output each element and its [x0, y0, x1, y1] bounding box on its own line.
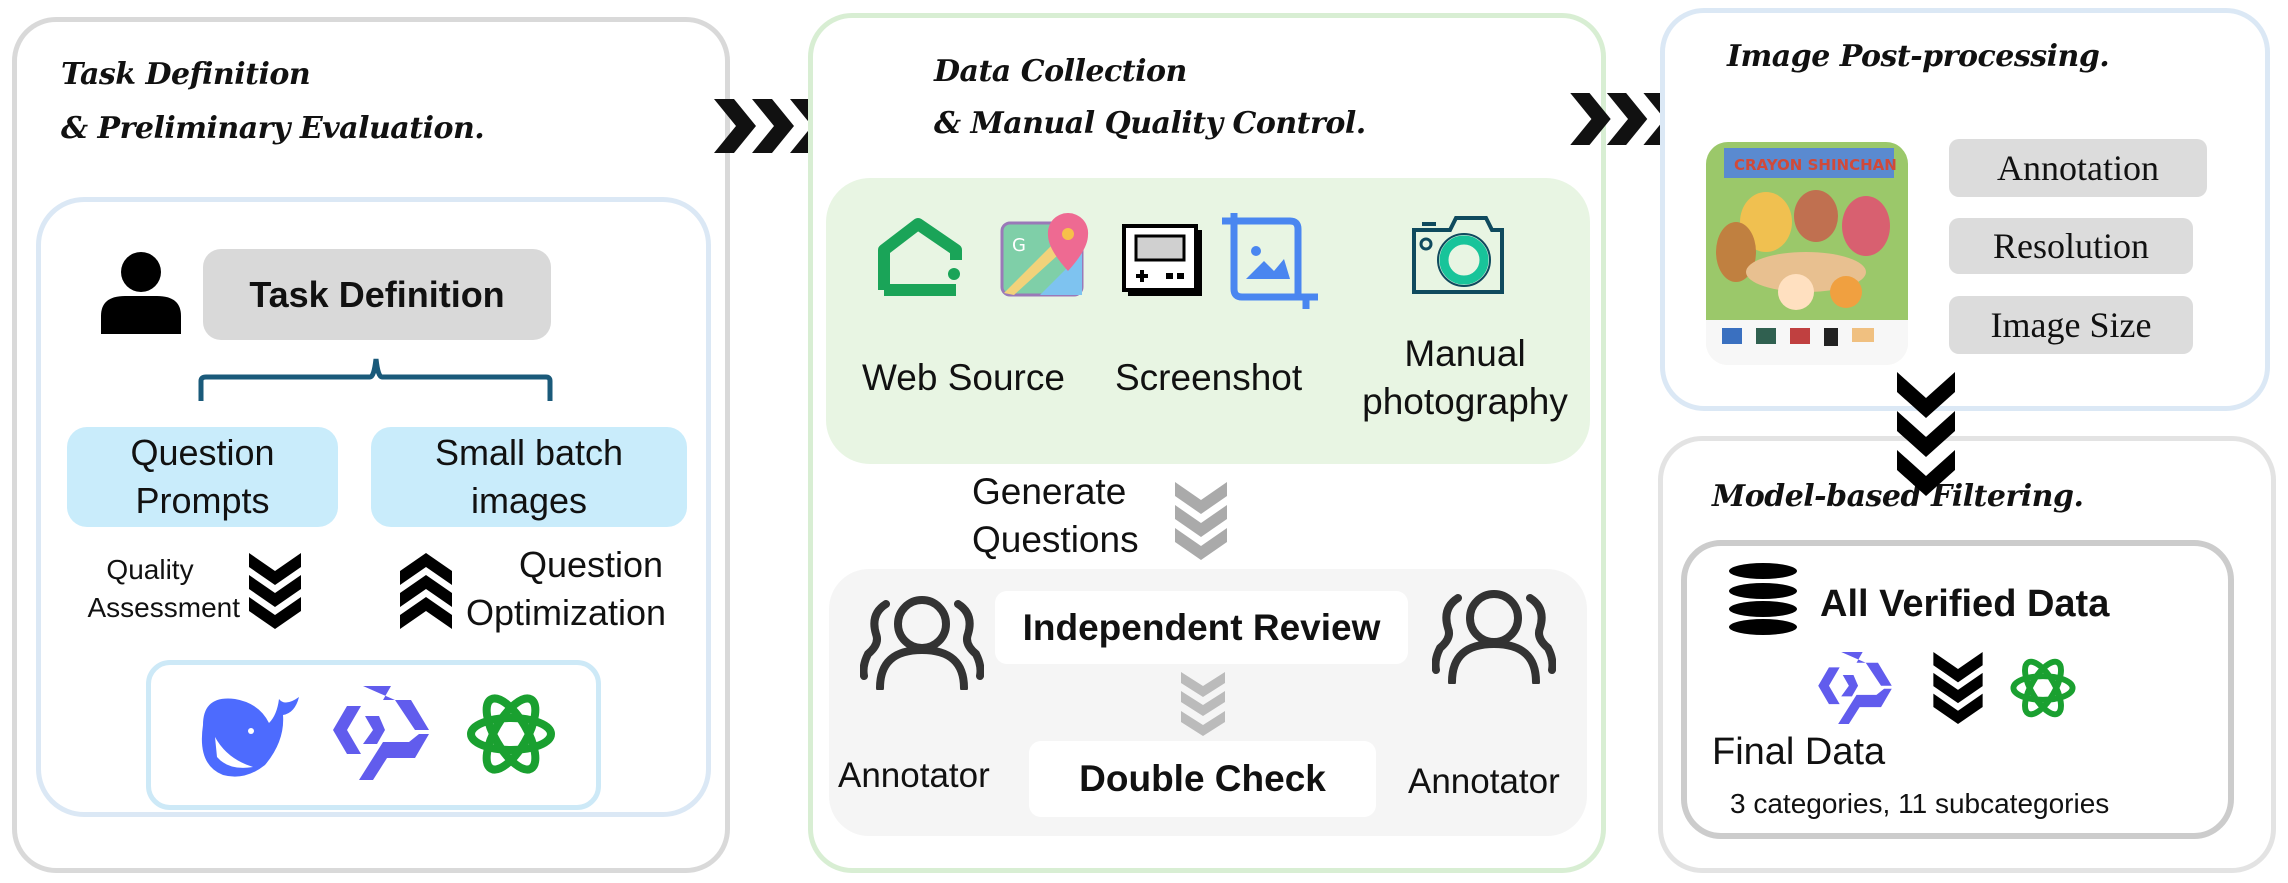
optimization-line: Optimization [466, 592, 667, 633]
chevron-down-light-icon [1181, 672, 1225, 736]
sources-box [826, 178, 1590, 464]
crop-image-icon [1220, 213, 1320, 309]
categories-summary: 3 categories, 11 subcategories [1730, 788, 2110, 819]
openai-icon [463, 688, 559, 780]
question-prompts-box: Question Prompts [67, 427, 338, 527]
web-source-label: Web Source [862, 357, 1065, 398]
database-icon [1729, 563, 1797, 635]
question-optimization-label: Question Optimization [466, 541, 716, 637]
panel-model-based-filtering [1658, 436, 2276, 873]
quality-line: Quality [106, 554, 194, 585]
filtering-inner-box [1681, 540, 2234, 839]
chevron-down-gray-icon [1175, 482, 1227, 560]
manual-photography-label: Manual photography [1330, 330, 1600, 426]
all-verified-data-label: All Verified Data [1820, 583, 2110, 625]
questions-line: Questions [972, 519, 1139, 560]
generate-questions-label: Generate Questions [972, 468, 1139, 564]
house-icon [878, 216, 962, 296]
panel4-title: Model-based Filtering. [1712, 479, 2084, 514]
generate-line: Generate [972, 471, 1127, 512]
panel2-title-line1: Data Collection [934, 54, 1187, 89]
model-evaluator-box [146, 660, 601, 810]
manual-line: Manual [1404, 333, 1526, 374]
person-icon [101, 252, 181, 334]
device-icon [1122, 224, 1204, 298]
qwen-icon [1818, 652, 1892, 724]
annotator-right-icon [1432, 588, 1556, 684]
independent-review-box: Independent Review [995, 591, 1408, 664]
panel3-title: Image Post-processing. [1727, 39, 2110, 74]
camera-icon [1410, 216, 1506, 294]
bracket [198, 355, 554, 403]
chevron-down-icon [1931, 652, 1985, 724]
annotator-left-icon [860, 594, 984, 690]
tag-resolution: Resolution [1949, 218, 2193, 274]
chevron-up-icon [400, 553, 452, 629]
tag-image-size: Image Size [1949, 296, 2193, 354]
annotator-left-label: Annotator [838, 756, 990, 795]
task-definition-box: Task Definition [203, 249, 551, 340]
question-line: Question [518, 544, 664, 585]
deepseek-whale-icon [195, 685, 301, 781]
annotator-right-label: Annotator [1408, 762, 1560, 801]
panel1-title-line1: Task Definition [61, 57, 311, 92]
svg-text:CRAYON SHINCHAN: CRAYON SHINCHAN [1734, 156, 1897, 174]
qwen-icon [333, 686, 429, 780]
assessment-line: Assessment [87, 592, 241, 623]
openai-icon [2007, 654, 2079, 722]
sample-puzzle-image: CRAYON SHINCHAN [1706, 142, 1908, 365]
chevron-down-icon [249, 553, 301, 629]
quality-assessment-label: Quality Assessment [40, 551, 241, 627]
screenshot-label: Screenshot [1115, 357, 1303, 398]
svg-text:G: G [1012, 235, 1026, 256]
small-batch-images-box: Small batch images [371, 427, 687, 527]
photography-line: photography [1362, 381, 1568, 422]
panel1-inner-box [36, 197, 711, 817]
panel1-title-line2: & Preliminary Evaluation. [61, 111, 485, 146]
panel2-title-line2: & Manual Quality Control. [934, 106, 1366, 141]
tag-annotation: Annotation [1949, 139, 2207, 197]
double-check-box: Double Check [1029, 741, 1376, 817]
map-icon: G [1000, 213, 1092, 297]
final-data-label: Final Data [1712, 731, 1886, 773]
chevron-down-icon [1897, 372, 1955, 496]
